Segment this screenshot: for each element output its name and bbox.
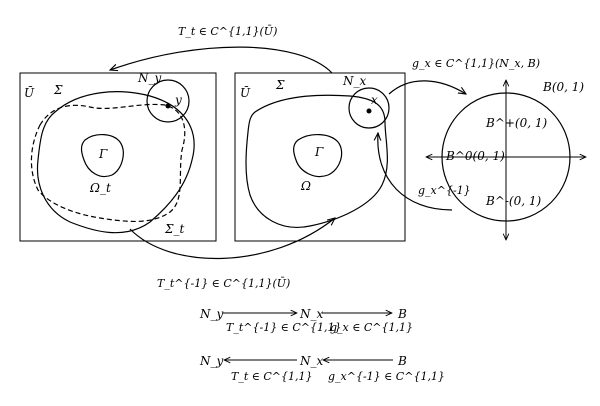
seq1-map2: g_x ∈ C^{1,1} [330,321,413,334]
middle-obstacle-gamma [293,134,343,178]
inverse-chart-arrow [378,133,453,211]
seq1-B: B [397,307,407,321]
inverse-chart-label: g_x^{-1} [418,184,471,197]
top-map-label: T_t ∈ C^{1,1}(Ū) [178,25,277,38]
seq2-map1: T_t ∈ C^{1,1} [231,370,313,383]
left-label-U: Ū [24,85,35,100]
ball-upper-label: B^+(0, 1) [485,116,548,130]
seq2-Ny: N_y [199,354,224,368]
seq2-B: B [397,354,407,368]
middle-label-gamma: Γ [314,145,324,159]
chart-map-label: g_x ∈ C^{1,1}(N_x, B) [412,57,540,70]
seq2-Nx: N_x [299,354,324,368]
seq2-map2: g_x^{-1} ∈ C^{1,1} [328,370,445,383]
sequence-backward: N_y T_t ∈ C^{1,1} N_x g_x^{-1} ∈ C^{1,1}… [199,354,445,383]
unit-ball: B(0, 1) B^+(0, 1) B^0(0, 1) B^-(0, 1) [426,80,586,240]
seq1-Ny: N_y [199,307,224,321]
left-point [165,103,171,109]
ball-title: B(0, 1) [542,80,584,94]
middle-neighborhood [348,87,390,129]
middle-label-N: N_x [342,74,367,88]
chart-map-arrow [388,80,466,94]
left-label-N: N_y [137,71,162,85]
left-obstacle-gamma [80,134,124,178]
bottom-map-label: T_t^{-1} ∈ C^{1,1}(Ū) [157,277,290,290]
left-neighborhood [146,79,190,123]
sequence-forward: N_y T_t^{-1} ∈ C^{1,1} N_x g_x ∈ C^{1,1}… [199,307,413,334]
left-boundary-sigma-t [30,103,186,223]
bottom-map-arrow [129,218,335,259]
middle-boundary-sigma [245,94,388,228]
seq1-map1: T_t^{-1} ∈ C^{1,1} [226,321,341,334]
ball-middle-label: B^0(0, 1) [445,149,505,163]
middle-panel: Ū Σ Γ Ω N_x x [234,72,406,242]
top-map-arrow [110,46,333,74]
middle-label-U: Ū [240,85,251,100]
left-label-gamma: Γ [98,147,108,161]
seq1-Nx: N_x [299,307,324,321]
left-label-sigma: Σ [53,83,63,97]
left-panel: Ū Σ Γ Ω_t Σ_t N_y y [19,71,217,242]
ball-lower-label: B^-(0, 1) [485,194,542,208]
middle-point [366,108,372,114]
left-label-point: y [174,93,182,107]
left-boundary-sigma [36,91,195,234]
middle-label-sigma: Σ [275,78,285,92]
middle-label-omega: Ω [300,179,311,193]
middle-domain-box [234,72,406,242]
left-label-sigma-t: Σ_t [164,222,184,236]
middle-label-point: x [371,93,378,107]
left-label-omega: Ω_t [89,181,111,195]
left-domain-box [19,72,217,242]
